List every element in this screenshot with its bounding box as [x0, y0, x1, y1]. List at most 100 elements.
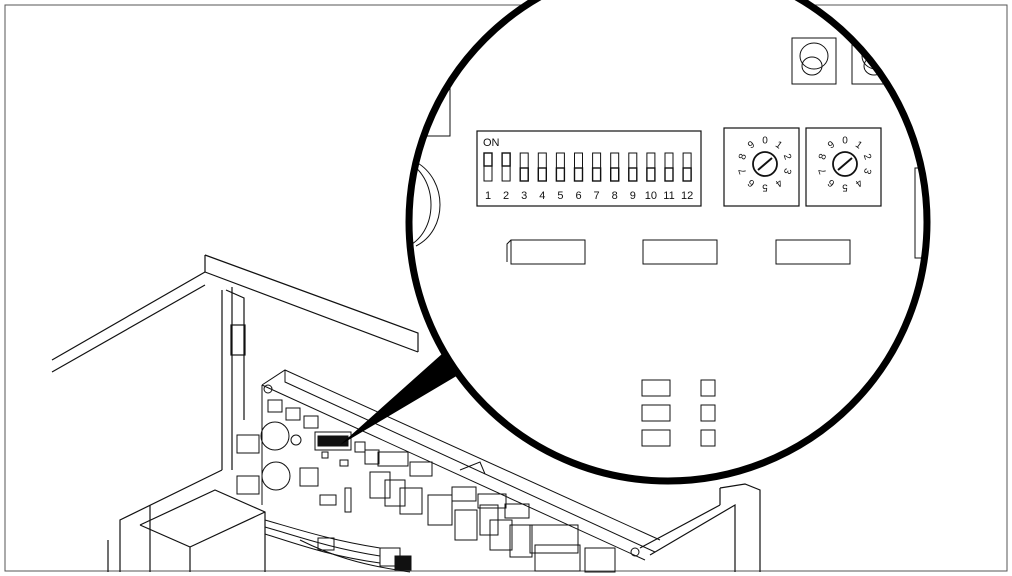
dip-number-2: 2 — [503, 190, 509, 202]
mag-component-b — [642, 239, 718, 265]
pcb-pin-header — [344, 487, 352, 513]
dip-lever-5[interactable] — [555, 167, 566, 182]
rotary-right-digit-9: 9 — [826, 139, 837, 151]
enclosure — [51, 254, 761, 572]
pcb-relay — [384, 479, 406, 507]
dip-number-9: 9 — [630, 190, 636, 202]
pcb-relay — [399, 487, 423, 515]
pcb-component — [267, 399, 283, 413]
wire — [299, 539, 411, 573]
rotary-left-digit-7: 7 — [737, 166, 749, 175]
rotary-right-digit-4: 4 — [853, 177, 864, 189]
pcb-capacitor — [261, 461, 291, 491]
rotary-left-digit-9: 9 — [746, 139, 757, 151]
mag-capacitor-edge-inner — [415, 161, 441, 247]
dip-levers — [483, 152, 692, 182]
rotary-left-digit-4: 4 — [773, 177, 784, 189]
pcb-screw — [263, 384, 273, 394]
pcb-chip — [299, 467, 319, 487]
dip-number-6: 6 — [575, 190, 581, 202]
dip-lever-9[interactable] — [628, 167, 638, 182]
pcb-connector — [236, 434, 260, 454]
pcb-pin-header — [319, 494, 337, 506]
dip-number-3: 3 — [521, 190, 527, 202]
mag-small-part — [700, 429, 716, 447]
dip-number-4: 4 — [539, 190, 545, 202]
pcb-relay — [427, 494, 453, 526]
rotary-left-digit-5: 5 — [762, 182, 768, 193]
pcb-board — [236, 369, 661, 573]
pcb-terminal — [477, 493, 507, 509]
dip-lever-2[interactable] — [501, 152, 511, 167]
back-wall-right — [719, 483, 761, 572]
transformer-front — [139, 524, 191, 572]
pcb-terminal — [451, 486, 477, 502]
wire — [264, 519, 381, 549]
dip-number-10: 10 — [645, 190, 657, 202]
pcb-led — [290, 434, 302, 446]
pcb-terminal — [504, 503, 530, 519]
dip-lever-7[interactable] — [591, 167, 602, 182]
enclosure-edge-inner — [51, 284, 206, 373]
figure-frame — [4, 4, 1008, 572]
dip-lever-12[interactable] — [682, 167, 692, 182]
wire — [264, 533, 381, 564]
rotary-right-digit-2: 2 — [861, 153, 873, 162]
pcb-dip-switch — [314, 431, 352, 451]
rotary-right-digit-5: 5 — [842, 182, 848, 193]
pcb-component — [285, 407, 301, 421]
rotary-right-digit-3: 3 — [861, 167, 873, 176]
dip-lever-1[interactable] — [483, 152, 493, 167]
rotary-right-digit-0: 0 — [842, 136, 848, 147]
enclosure-edge — [51, 271, 206, 361]
pcb-component — [303, 415, 319, 429]
rotary-right-digit-1: 1 — [853, 139, 864, 151]
pcb-terminal — [377, 451, 409, 467]
rotary-left-digit-3: 3 — [781, 167, 793, 176]
pcb-screw — [630, 547, 640, 557]
wire-connector — [317, 537, 335, 551]
rotary-left-digit-2: 2 — [781, 153, 793, 162]
transformer-top-edge — [189, 511, 266, 548]
pcb-capacitor — [260, 421, 290, 451]
wire-connector-dark — [394, 555, 412, 571]
pcb-relay — [369, 471, 391, 499]
pcb-relay — [509, 524, 533, 558]
dip-lever-11[interactable] — [664, 167, 674, 182]
dip-number-1: 1 — [485, 190, 491, 202]
pcb-connector — [236, 475, 260, 495]
mag-small-part — [641, 379, 671, 397]
wire — [264, 526, 381, 557]
dip-lever-3[interactable] — [519, 167, 529, 182]
mag-small-part — [641, 429, 671, 447]
mag-component-a — [510, 239, 586, 265]
magnifier-fill — [406, 0, 930, 484]
mag-small-part — [641, 404, 671, 422]
pcb-rail — [261, 384, 646, 561]
dip-lever-6[interactable] — [573, 167, 584, 182]
pcb-rotary — [364, 449, 380, 465]
dip-lever-4[interactable] — [537, 167, 547, 182]
rotary-right-digit-7: 7 — [817, 166, 829, 175]
mag-push-button-cap — [799, 42, 829, 70]
pcb-dip-detail — [317, 435, 349, 447]
pcb-terminal — [409, 461, 433, 477]
mag-push-button — [791, 37, 837, 85]
dip-lever-10[interactable] — [646, 167, 656, 182]
mag-push-button-cap-base — [801, 56, 823, 76]
pcb-relay — [454, 509, 478, 541]
dip-lever-8[interactable] — [610, 167, 620, 182]
rotary-left-digit-0: 0 — [762, 136, 768, 147]
pcb-chip — [339, 459, 349, 467]
rotary-switch-right-slot — [837, 157, 853, 171]
enclosure-rim — [204, 254, 419, 352]
wall-post-rib — [225, 289, 245, 420]
right-wall-slant-inner — [639, 504, 721, 549]
